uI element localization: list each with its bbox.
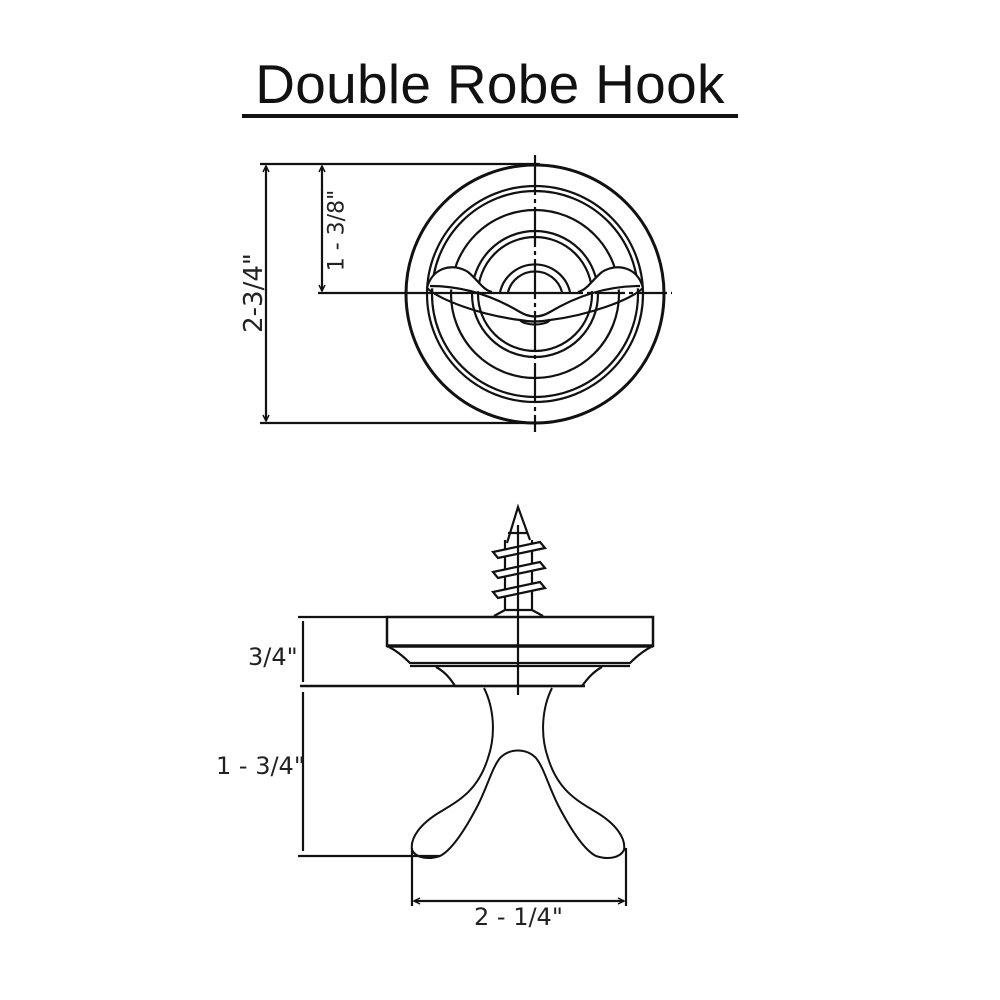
dimension-hook-depth: 1 - 3/4" — [216, 752, 305, 780]
dimension-center-height: 1 - 3/8" — [324, 189, 350, 272]
dimension-hook-width: 2 - 1/4" — [474, 903, 563, 931]
top-view — [260, 155, 672, 432]
side-view — [298, 503, 655, 906]
diagram-title: Double Robe Hook — [255, 53, 725, 115]
title-underline — [242, 114, 738, 118]
dimension-overall-height: 2-3/4" — [239, 253, 269, 333]
dimension-base-depth: 3/4" — [248, 643, 298, 671]
